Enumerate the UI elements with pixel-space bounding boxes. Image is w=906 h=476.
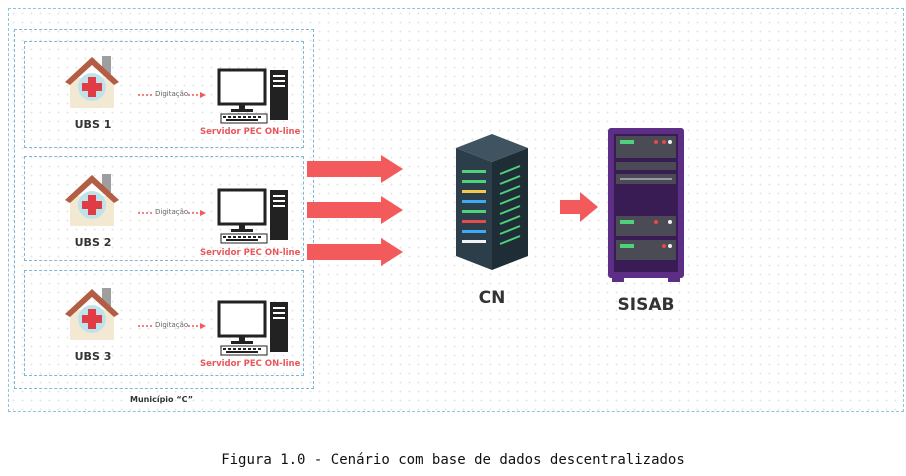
health-unit-icon [65, 56, 119, 108]
cn-label: CN [478, 288, 506, 308]
dotted-arrow-icon [138, 92, 206, 98]
ubs-2-label: UBS 2 [74, 236, 112, 249]
central-server-icon [456, 134, 528, 270]
sisab-server-rack-icon [608, 128, 684, 282]
figure-caption: Figura 1.0 - Cenário com base de dados d… [221, 452, 685, 468]
ubs-1-label: UBS 1 [74, 118, 112, 131]
arrow-right-icon [307, 196, 403, 224]
ubs-3-label: UBS 3 [74, 350, 112, 363]
arrow-right-icon [307, 155, 403, 183]
server-label-1: Servidor PEC ON-line [200, 127, 301, 137]
health-unit-icon [65, 174, 119, 226]
ubs-box-1 [24, 41, 304, 148]
dotted-arrow-icon [138, 210, 206, 216]
arrow-right-icon [560, 192, 598, 222]
ubs-box-2 [24, 156, 304, 261]
sisab-label: SISAB [617, 295, 675, 315]
desktop-computer-icon [217, 188, 288, 244]
entry-label-1: Digitação [155, 90, 189, 98]
entry-label-3: Digitação [155, 321, 189, 329]
desktop-computer-icon [217, 68, 288, 124]
entry-label-2: Digitação [155, 208, 189, 216]
municipality-label: Município “C” [130, 395, 194, 404]
server-label-3: Servidor PEC ON-line [200, 359, 301, 369]
server-label-2: Servidor PEC ON-line [200, 248, 301, 258]
arrow-right-icon [307, 238, 403, 266]
ubs-box-3 [24, 270, 304, 376]
desktop-computer-icon [217, 300, 288, 356]
dotted-arrow-icon [138, 323, 206, 329]
health-unit-icon [65, 288, 119, 340]
